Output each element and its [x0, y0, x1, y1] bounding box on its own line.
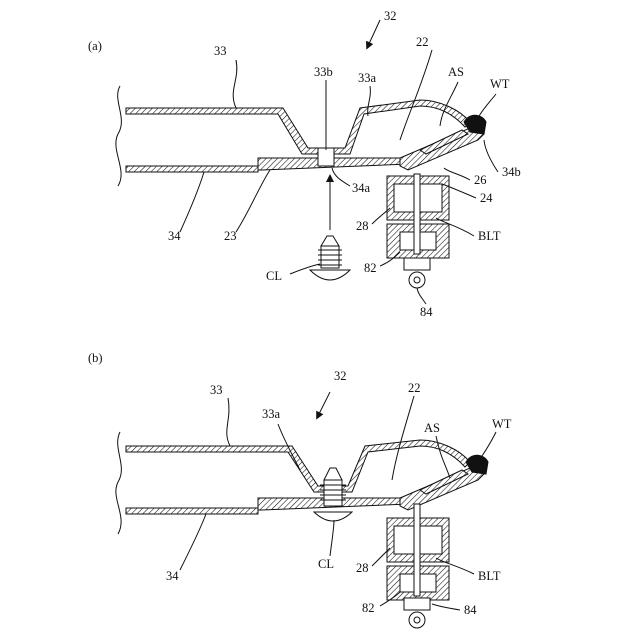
lower-panel-34-a: [126, 166, 258, 172]
bolt-a: [414, 174, 420, 254]
leader-wt-a: [478, 94, 496, 118]
leader-33-b: [227, 398, 230, 446]
leader-22-a: [400, 50, 432, 140]
clip-cl-a: [310, 236, 350, 280]
leader-cl-b: [330, 520, 334, 556]
label-84-b: 84: [464, 603, 477, 617]
leader-34-a: [180, 172, 204, 232]
label-blt-b: BLT: [478, 569, 501, 583]
label-84-a: 84: [420, 305, 433, 319]
label-28-b: 28: [356, 561, 369, 575]
leader-34a-a: [332, 168, 350, 186]
leader-84-a: [417, 288, 426, 304]
panel-a: (a) 32 33 33b 33a 22 AS WT 34b 26 24 34a…: [88, 9, 521, 319]
leader-wt-b: [482, 432, 496, 456]
label-cl-b: CL: [318, 557, 334, 571]
label-34-b: 34: [166, 569, 179, 583]
lower-panel-34-b: [126, 508, 258, 514]
eye-hole-84-a: [414, 277, 420, 283]
label-82-a: 82: [364, 261, 377, 275]
leader-22-b: [392, 396, 414, 480]
label-32-a: 32: [384, 9, 397, 23]
pointer-32-b: [318, 392, 330, 416]
panel-tag-b: (b): [88, 351, 103, 365]
leader-23-a: [236, 170, 270, 232]
eye-hole-84-b: [414, 617, 420, 623]
label-cl-a: CL: [266, 269, 282, 283]
label-26-a: 26: [474, 173, 487, 187]
label-33a-b: 33a: [262, 407, 281, 421]
label-33a-a: 33a: [358, 71, 377, 85]
label-34b-a: 34b: [502, 165, 521, 179]
label-82-b: 82: [362, 601, 375, 615]
leader-34b-a: [484, 140, 498, 172]
break-line-a: [116, 86, 122, 186]
pointer-32-a: [368, 20, 380, 46]
leader-34-b: [180, 514, 206, 570]
clip-hole-a: [318, 148, 334, 166]
label-22-a: 22: [416, 35, 429, 49]
panel-tag-a: (a): [88, 39, 102, 53]
label-34-a: 34: [168, 229, 181, 243]
label-24-a: 24: [480, 191, 493, 205]
label-32-b: 32: [334, 369, 347, 383]
label-as-b: AS: [424, 421, 440, 435]
label-22-b: 22: [408, 381, 421, 395]
hem-flange-a: [400, 128, 484, 170]
label-wt-a: WT: [490, 77, 510, 91]
upper-panel-33-a: [126, 100, 470, 154]
leader-33-a: [233, 60, 237, 108]
label-34a-a: 34a: [352, 181, 371, 195]
label-as-a: AS: [448, 65, 464, 79]
label-23-a: 23: [224, 229, 237, 243]
label-33-b: 33: [210, 383, 223, 397]
panel-b: (b) 33 32 22 33a AS WT 34 CL 28 BLT 82 8…: [88, 351, 512, 628]
label-33b-a: 33b: [314, 65, 333, 79]
label-33-a: 33: [214, 44, 227, 58]
clip-cl-b: [314, 468, 352, 521]
label-blt-a: BLT: [478, 229, 501, 243]
nut-84-b: [404, 598, 430, 610]
label-wt-b: WT: [492, 417, 512, 431]
hem-flange-b: [400, 468, 484, 510]
bolt-b: [414, 504, 420, 596]
leader-84-b: [432, 604, 460, 610]
label-28-a: 28: [356, 219, 369, 233]
nut-84-a: [404, 258, 430, 270]
break-line-b: [116, 432, 122, 534]
